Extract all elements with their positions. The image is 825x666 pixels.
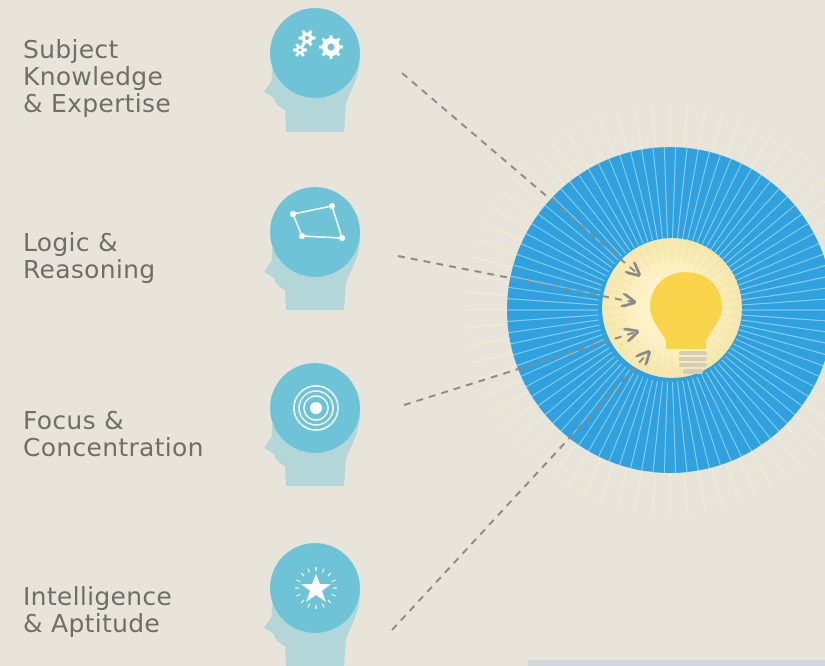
arrow-3 — [403, 332, 636, 406]
head-icon-2 — [264, 187, 360, 310]
head-icon-4 — [264, 543, 360, 666]
star-icon — [295, 567, 337, 609]
label-logic-reasoning: Logic & Reasoning — [23, 228, 156, 284]
lightbulb-icon — [650, 272, 722, 374]
dashed-arrows — [391, 72, 648, 631]
head-icon-1 — [264, 8, 360, 132]
target-icon — [293, 385, 339, 431]
bottom-panel — [528, 660, 825, 666]
arrow-4 — [391, 353, 648, 631]
label-focus-concentration: Focus & Concentration — [23, 406, 204, 462]
polygon-icon — [290, 203, 345, 241]
label-intelligence-aptitude: Intelligence & Aptitude — [23, 582, 173, 638]
gears-icon — [293, 29, 343, 59]
arrow-2 — [397, 255, 633, 302]
label-subject-knowledge: Subject Knowledge & Expertise — [23, 35, 172, 118]
head-icon-3 — [264, 363, 360, 486]
